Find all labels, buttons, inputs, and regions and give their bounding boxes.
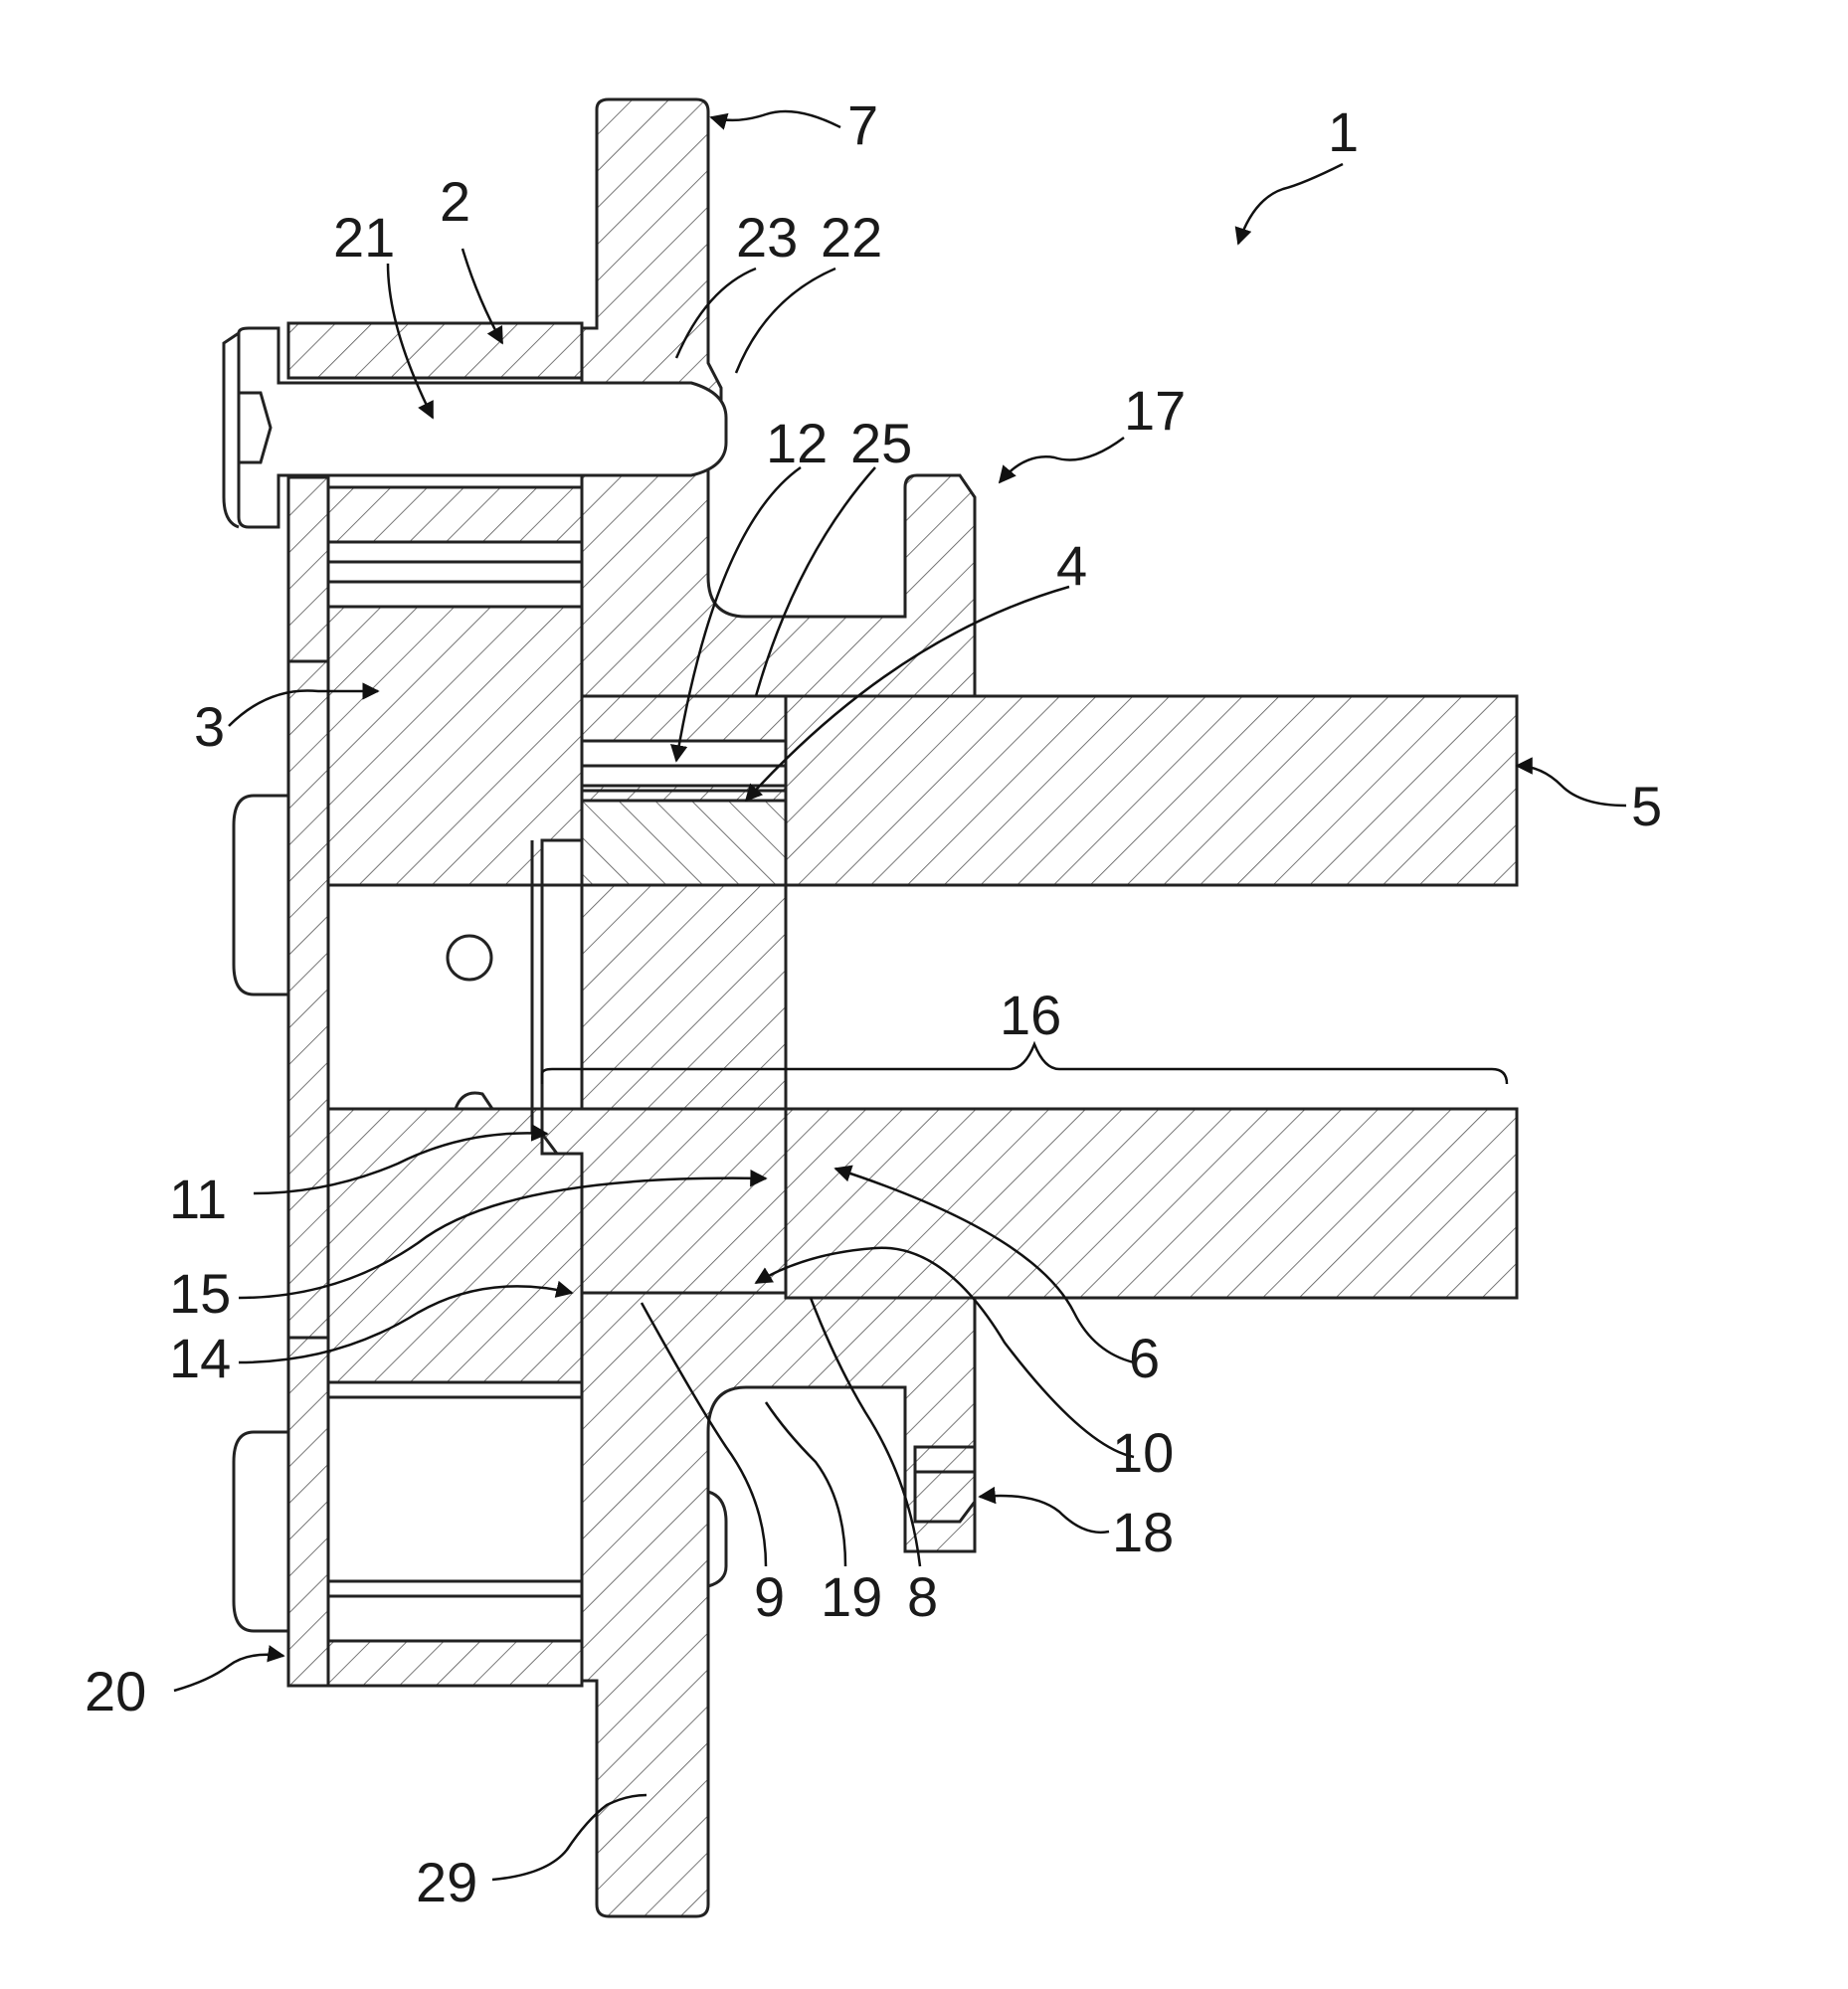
label-20: 20 — [85, 1660, 146, 1722]
leader-19 — [766, 1402, 845, 1566]
leader-7 — [711, 111, 840, 127]
label-25: 25 — [850, 412, 912, 474]
label-19: 19 — [821, 1565, 882, 1628]
leader-5 — [1517, 766, 1626, 806]
label-8: 8 — [907, 1565, 938, 1628]
leader-17 — [1000, 438, 1124, 482]
flange-lower-bump — [708, 1492, 726, 1586]
left-bump-upper — [234, 796, 288, 994]
label-23: 23 — [736, 206, 798, 269]
part-2-sleeve — [288, 323, 582, 378]
retaining-plate-20 — [288, 477, 328, 1686]
label-17: 17 — [1124, 379, 1186, 442]
leader-20 — [174, 1655, 283, 1691]
shaft-5-lower — [786, 1109, 1517, 1298]
label-22: 22 — [821, 206, 882, 269]
label-2: 2 — [440, 170, 470, 233]
label-15: 15 — [169, 1262, 231, 1325]
leader-22 — [736, 269, 835, 373]
block-3 — [328, 607, 582, 885]
leader-18 — [980, 1496, 1109, 1533]
bolt-head — [224, 333, 239, 527]
bushing-4 — [582, 801, 786, 885]
label-18: 18 — [1112, 1501, 1174, 1563]
block-lower — [328, 1109, 582, 1382]
label-11: 11 — [169, 1168, 227, 1230]
leader-1 — [1238, 164, 1343, 244]
label-29: 29 — [416, 1851, 477, 1913]
label-6: 6 — [1129, 1327, 1160, 1389]
label-1: 1 — [1328, 100, 1359, 163]
flange-plate — [582, 99, 975, 1916]
label-9: 9 — [754, 1565, 785, 1628]
label-10: 10 — [1112, 1421, 1174, 1484]
shaft-5-upper — [786, 696, 1517, 885]
label-3: 3 — [194, 695, 225, 758]
upper-sleeve-top — [328, 487, 582, 542]
lower-sleeve-bottom — [328, 1641, 582, 1686]
label-5: 5 — [1631, 775, 1662, 837]
small-bump — [456, 1093, 492, 1109]
left-bump-lower — [234, 1432, 288, 1631]
label-14: 14 — [169, 1327, 231, 1389]
label-16: 16 — [1000, 984, 1061, 1046]
bore-hole-circle — [448, 936, 491, 980]
label-21: 21 — [333, 206, 395, 269]
part-18 — [915, 1447, 975, 1472]
label-12: 12 — [766, 412, 828, 474]
label-4: 4 — [1056, 534, 1087, 597]
label-7: 7 — [847, 93, 878, 156]
